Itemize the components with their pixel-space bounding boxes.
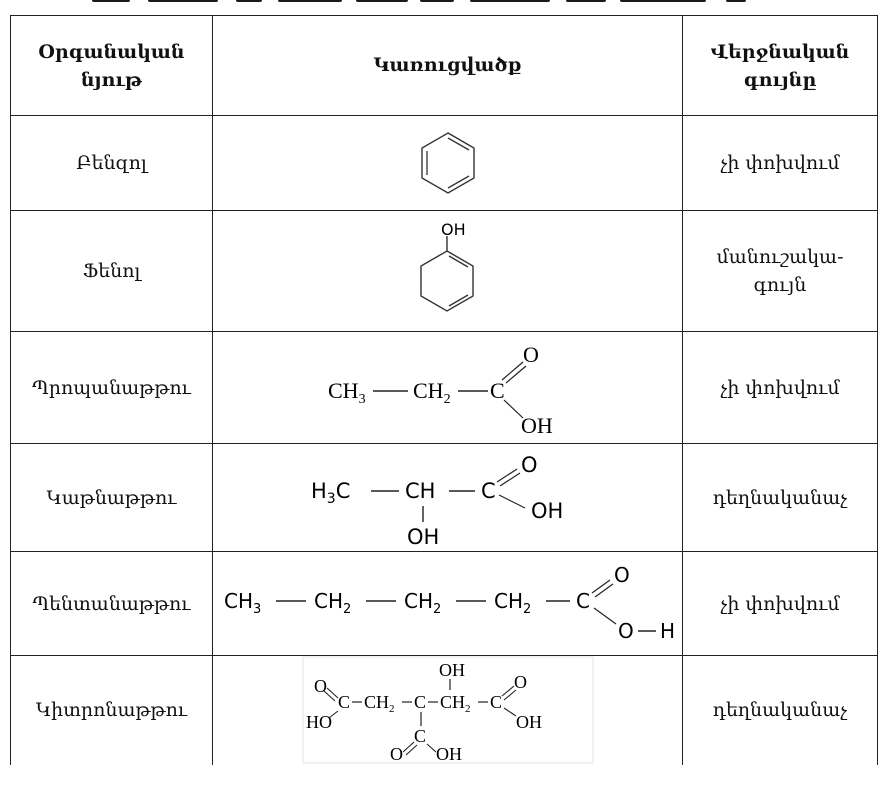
svg-text:OH: OH xyxy=(407,525,439,548)
structure-cell: H3C CH OH C O OH xyxy=(212,443,683,552)
svg-text:C: C xyxy=(414,692,426,712)
svg-text:OH: OH xyxy=(521,413,553,438)
phenol-oh-label: OH xyxy=(441,220,466,239)
structure-cell: CH3 CH2 C O OH xyxy=(212,331,683,444)
svg-text:CH3: CH3 xyxy=(224,589,261,617)
structure-cell: OH O C HO CH2 C CH2 C O OH xyxy=(212,655,683,765)
svg-text:C: C xyxy=(338,692,350,712)
header-structure: Կառուցվածք xyxy=(212,15,683,116)
phenol-structure: OH xyxy=(419,220,474,312)
header-final-color: Վերջնական գույնը xyxy=(682,15,878,116)
svg-text:O: O xyxy=(390,744,403,764)
svg-text:CH2: CH2 xyxy=(364,692,395,715)
svg-text:C: C xyxy=(490,692,502,712)
table-header-row: Օրգանական նյութ Կառուցվածք Վերջնական գու… xyxy=(10,15,878,116)
compound-name: Բենզոլ xyxy=(10,115,213,211)
final-color: մանուշակա-գույն xyxy=(682,210,878,332)
compound-name: Կիտրոնաթթու xyxy=(10,655,213,765)
svg-text:CH: CH xyxy=(405,479,435,503)
svg-text:C: C xyxy=(490,378,505,403)
citric-acid-structure: OH O C HO CH2 C CH2 C O OH xyxy=(302,656,593,764)
svg-text:O: O xyxy=(618,619,634,643)
lactic-acid-structure: H3C CH OH C O OH xyxy=(311,453,563,548)
cropped-text-line xyxy=(0,0,890,8)
svg-text:O: O xyxy=(521,453,538,477)
structure-cell: CH3 CH2 CH2 CH2 C O O H xyxy=(212,551,683,656)
table-row: Կիտրոնաթթու OH O C HO CH2 C CH2 C xyxy=(10,655,878,765)
compound-name: Ֆենոլ xyxy=(10,210,213,332)
pentanoic-acid-structure: CH3 CH2 CH2 CH2 C O O H xyxy=(224,563,675,643)
svg-text:OH: OH xyxy=(439,660,465,680)
svg-text:CH2: CH2 xyxy=(440,692,471,715)
svg-text:CH2: CH2 xyxy=(404,589,441,617)
svg-text:CH3: CH3 xyxy=(328,378,366,407)
propanoic-acid-structure: CH3 CH2 C O OH xyxy=(328,342,553,438)
benzene-structure xyxy=(420,132,475,194)
final-color: չի փոխվում xyxy=(682,331,878,444)
final-color: չի փոխվում xyxy=(682,551,878,656)
structure-cell xyxy=(212,115,683,211)
compound-name: Կաթնաթթու xyxy=(10,443,213,552)
svg-text:O: O xyxy=(514,672,527,692)
svg-text:CH2: CH2 xyxy=(314,589,351,617)
svg-text:O: O xyxy=(614,563,630,587)
final-color: դեղնականաչ xyxy=(682,443,878,552)
header-compound: Օրգանական նյութ xyxy=(10,15,213,116)
svg-text:OH: OH xyxy=(436,744,462,764)
final-color: դեղնականաչ xyxy=(682,655,878,765)
table-row: Պենտանաթթու CH3 CH2 CH2 CH2 C O O H xyxy=(10,551,878,656)
final-color: չի փոխվում xyxy=(682,115,878,211)
table-row: Կաթնաթթու H3C CH OH C O OH դեղնականաչ xyxy=(10,443,878,552)
svg-text:C: C xyxy=(576,589,590,613)
compound-name: Պրոպանաթթու xyxy=(10,331,213,444)
organic-compounds-table: Օրգանական նյութ Կառուցվածք Վերջնական գու… xyxy=(10,15,878,765)
compound-name: Պենտանաթթու xyxy=(10,551,213,656)
svg-text:O: O xyxy=(314,676,327,696)
svg-text:OH: OH xyxy=(531,499,563,523)
svg-text:O: O xyxy=(523,342,539,367)
svg-text:C: C xyxy=(414,726,426,746)
structure-cell: OH xyxy=(212,210,683,332)
svg-text:OH: OH xyxy=(516,712,542,732)
table-row: Բենզոլ չի փոխվում xyxy=(10,115,878,211)
svg-text:H: H xyxy=(660,619,675,643)
svg-text:H3C: H3C xyxy=(311,479,350,507)
svg-text:CH2: CH2 xyxy=(413,378,451,407)
svg-text:CH2: CH2 xyxy=(494,589,531,617)
svg-text:HO: HO xyxy=(306,712,332,732)
svg-text:C: C xyxy=(481,479,496,503)
table-row: Պրոպանաթթու CH3 CH2 C O OH չի փոխվում xyxy=(10,331,878,444)
table-row: Ֆենոլ OH մանուշակա-գույն xyxy=(10,210,878,332)
